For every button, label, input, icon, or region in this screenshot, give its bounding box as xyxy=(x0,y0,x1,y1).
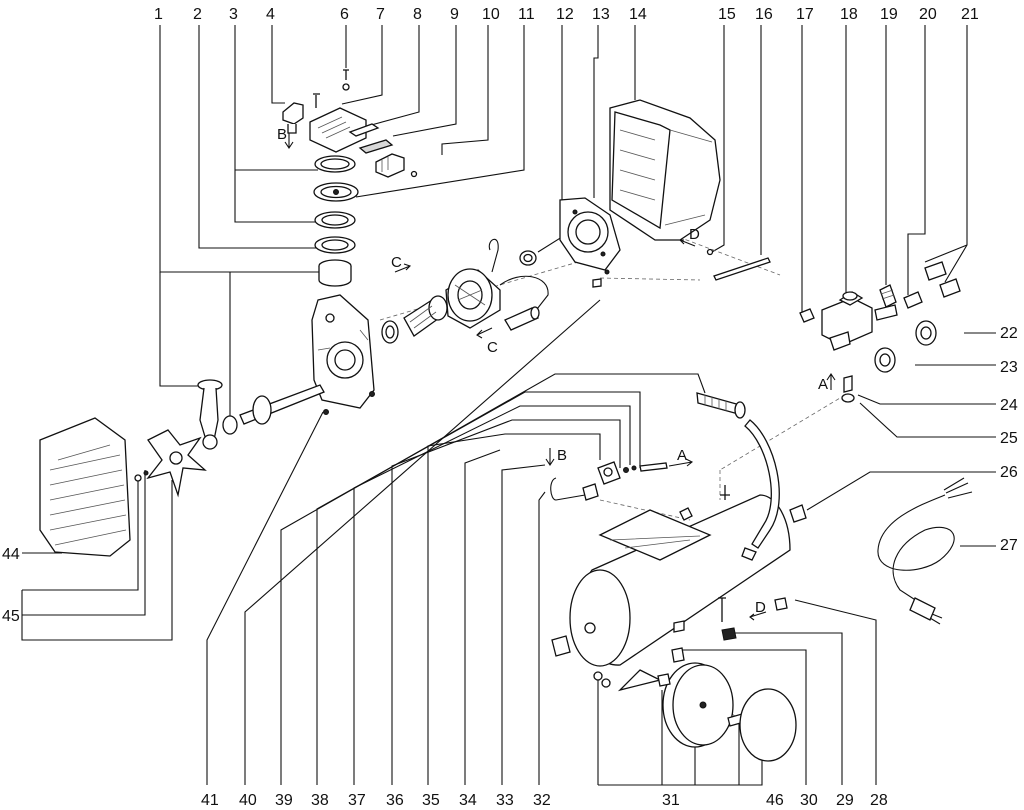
label-part-39: 39 xyxy=(275,792,293,809)
label-part-26: 26 xyxy=(1000,464,1018,481)
label-part-29: 29 xyxy=(836,792,854,809)
right-part-labels: 22 23 24 25 26 27 xyxy=(1000,325,1018,554)
fan-and-shroud xyxy=(39,417,207,557)
label-part-34: 34 xyxy=(459,792,477,809)
label-part-1: 1 xyxy=(154,6,163,23)
marker-b-upper: B xyxy=(277,126,287,143)
label-part-19: 19 xyxy=(880,6,898,23)
bottom-part-labels: 41 40 39 38 37 36 35 34 33 32 31 46 30 2… xyxy=(201,792,888,809)
label-part-37: 37 xyxy=(348,792,366,809)
label-part-22: 22 xyxy=(1000,325,1018,342)
label-part-9: 9 xyxy=(450,6,459,23)
label-part-2: 2 xyxy=(193,6,202,23)
cylinder-head-assembly xyxy=(282,69,418,178)
label-part-6: 6 xyxy=(340,6,349,23)
marker-c-lower: C xyxy=(487,339,498,356)
label-part-14: 14 xyxy=(629,6,647,23)
label-part-24: 24 xyxy=(1000,397,1018,414)
label-part-38: 38 xyxy=(311,792,329,809)
label-part-16: 16 xyxy=(755,6,773,23)
label-part-28: 28 xyxy=(870,792,888,809)
label-part-46: 46 xyxy=(766,792,784,809)
top-part-labels: 1 2 3 4 6 7 8 9 10 11 12 13 14 15 16 17 … xyxy=(154,6,979,23)
pressure-switch-assembly xyxy=(799,261,961,403)
label-part-44: 44 xyxy=(2,546,20,563)
label-part-23: 23 xyxy=(1000,359,1018,376)
label-part-32: 32 xyxy=(533,792,551,809)
label-part-7: 7 xyxy=(376,6,385,23)
label-part-3: 3 xyxy=(229,6,238,23)
direction-markers: B B C C D D A A xyxy=(277,126,836,621)
label-part-35: 35 xyxy=(422,792,440,809)
label-part-4: 4 xyxy=(266,6,275,23)
motor-flange xyxy=(559,197,621,288)
label-part-21: 21 xyxy=(961,6,979,23)
label-part-11: 11 xyxy=(518,6,535,23)
left-part-labels: 44 45 xyxy=(2,546,20,625)
label-part-36: 36 xyxy=(386,792,404,809)
label-part-33: 33 xyxy=(496,792,514,809)
label-part-18: 18 xyxy=(840,6,858,23)
motor-cover xyxy=(609,99,771,281)
valve-plates-and-gaskets xyxy=(313,155,359,287)
label-part-40: 40 xyxy=(239,792,257,809)
label-part-10: 10 xyxy=(482,6,500,23)
tank-fitting xyxy=(789,504,807,523)
label-part-12: 12 xyxy=(556,6,574,23)
label-part-8: 8 xyxy=(413,6,422,23)
label-part-15: 15 xyxy=(718,6,736,23)
marker-d-upper: D xyxy=(689,226,700,243)
wheels-and-drain xyxy=(551,597,797,762)
power-cable xyxy=(877,477,973,625)
marker-a-upper: A xyxy=(818,376,828,393)
label-part-25: 25 xyxy=(1000,430,1018,447)
electric-motor xyxy=(381,238,549,344)
label-part-17: 17 xyxy=(796,6,814,23)
marker-c-upper: C xyxy=(391,254,402,271)
label-part-13: 13 xyxy=(592,6,610,23)
marker-d-lower: D xyxy=(755,599,766,616)
leader-lines xyxy=(21,25,996,786)
label-part-27: 27 xyxy=(1000,537,1018,554)
handle-and-hose xyxy=(696,392,780,561)
label-part-41: 41 xyxy=(201,792,219,809)
label-part-20: 20 xyxy=(919,6,937,23)
label-part-31: 31 xyxy=(662,792,680,809)
connecting-rod xyxy=(197,379,238,450)
check-valve-and-pipe xyxy=(550,461,668,501)
crankcase xyxy=(239,294,375,425)
label-part-45: 45 xyxy=(2,608,20,625)
marker-a-right: A xyxy=(677,447,687,464)
label-part-30: 30 xyxy=(800,792,818,809)
marker-b-lower: B xyxy=(557,447,567,464)
